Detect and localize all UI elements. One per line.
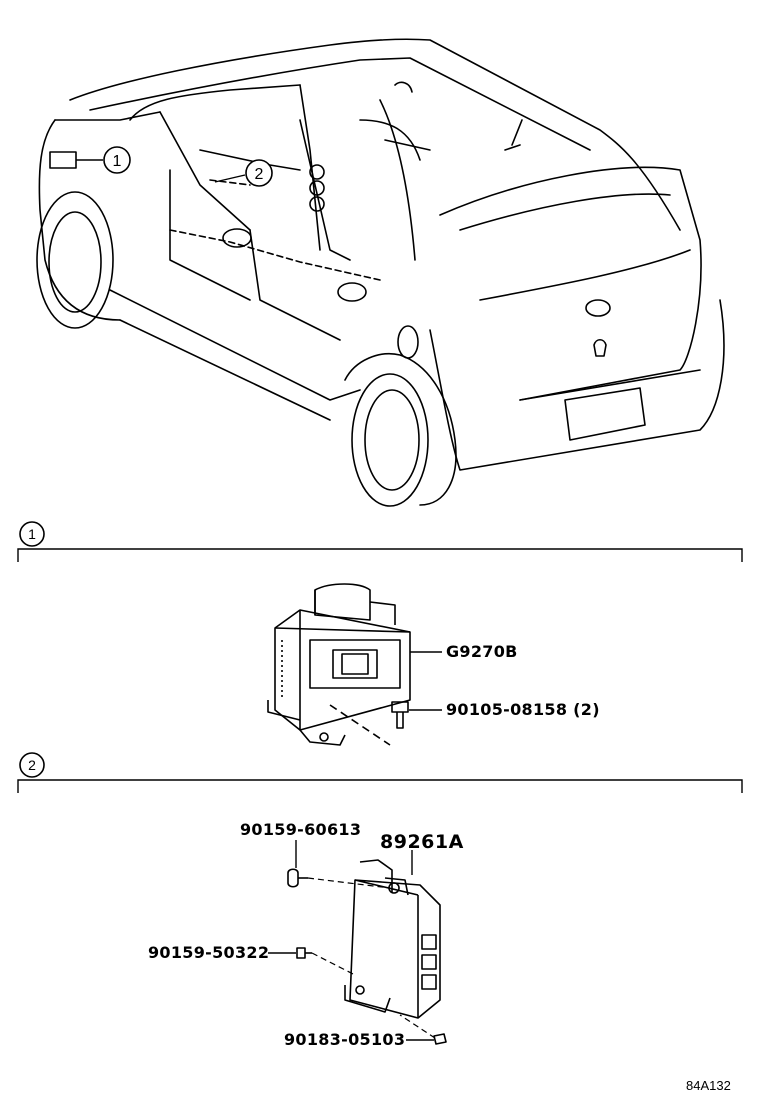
part-label-90183-05103: 90183-05103 [284,1030,406,1049]
overview-callout-2-label: 2 [255,166,264,183]
section-2-header: 2 [17,752,743,793]
overview-callout-1-label: 1 [113,153,122,170]
part-label-90105-08158: 90105-08158 (2) [446,700,600,719]
part-number: 90105-08158 [446,700,568,719]
section-2-dashed-guides [307,877,436,1039]
part-label-90159-60613: 90159-60613 [240,820,362,839]
overview-callout-1: 1 [103,146,131,174]
control-unit-g9270b [267,583,411,746]
part-label-89261a: 89261A [380,831,464,853]
section-2-callout-label: 2 [28,757,36,773]
section-1-header: 1 [17,521,743,562]
section-2-leaders [268,840,434,1041]
overview-callout-2: 2 [245,159,273,187]
car-illustration [36,38,725,507]
part-quantity: (2) [573,700,600,719]
part-label-90159-50322: 90159-50322 [148,943,270,962]
section-1-leaders [409,651,442,711]
diagram-code: 84A132 [686,1078,731,1093]
ecu-89261a [287,859,447,1045]
overview-leaders [76,159,246,183]
section-1-callout-label: 1 [28,526,36,542]
part-label-g9270b: G9270B [446,642,518,661]
